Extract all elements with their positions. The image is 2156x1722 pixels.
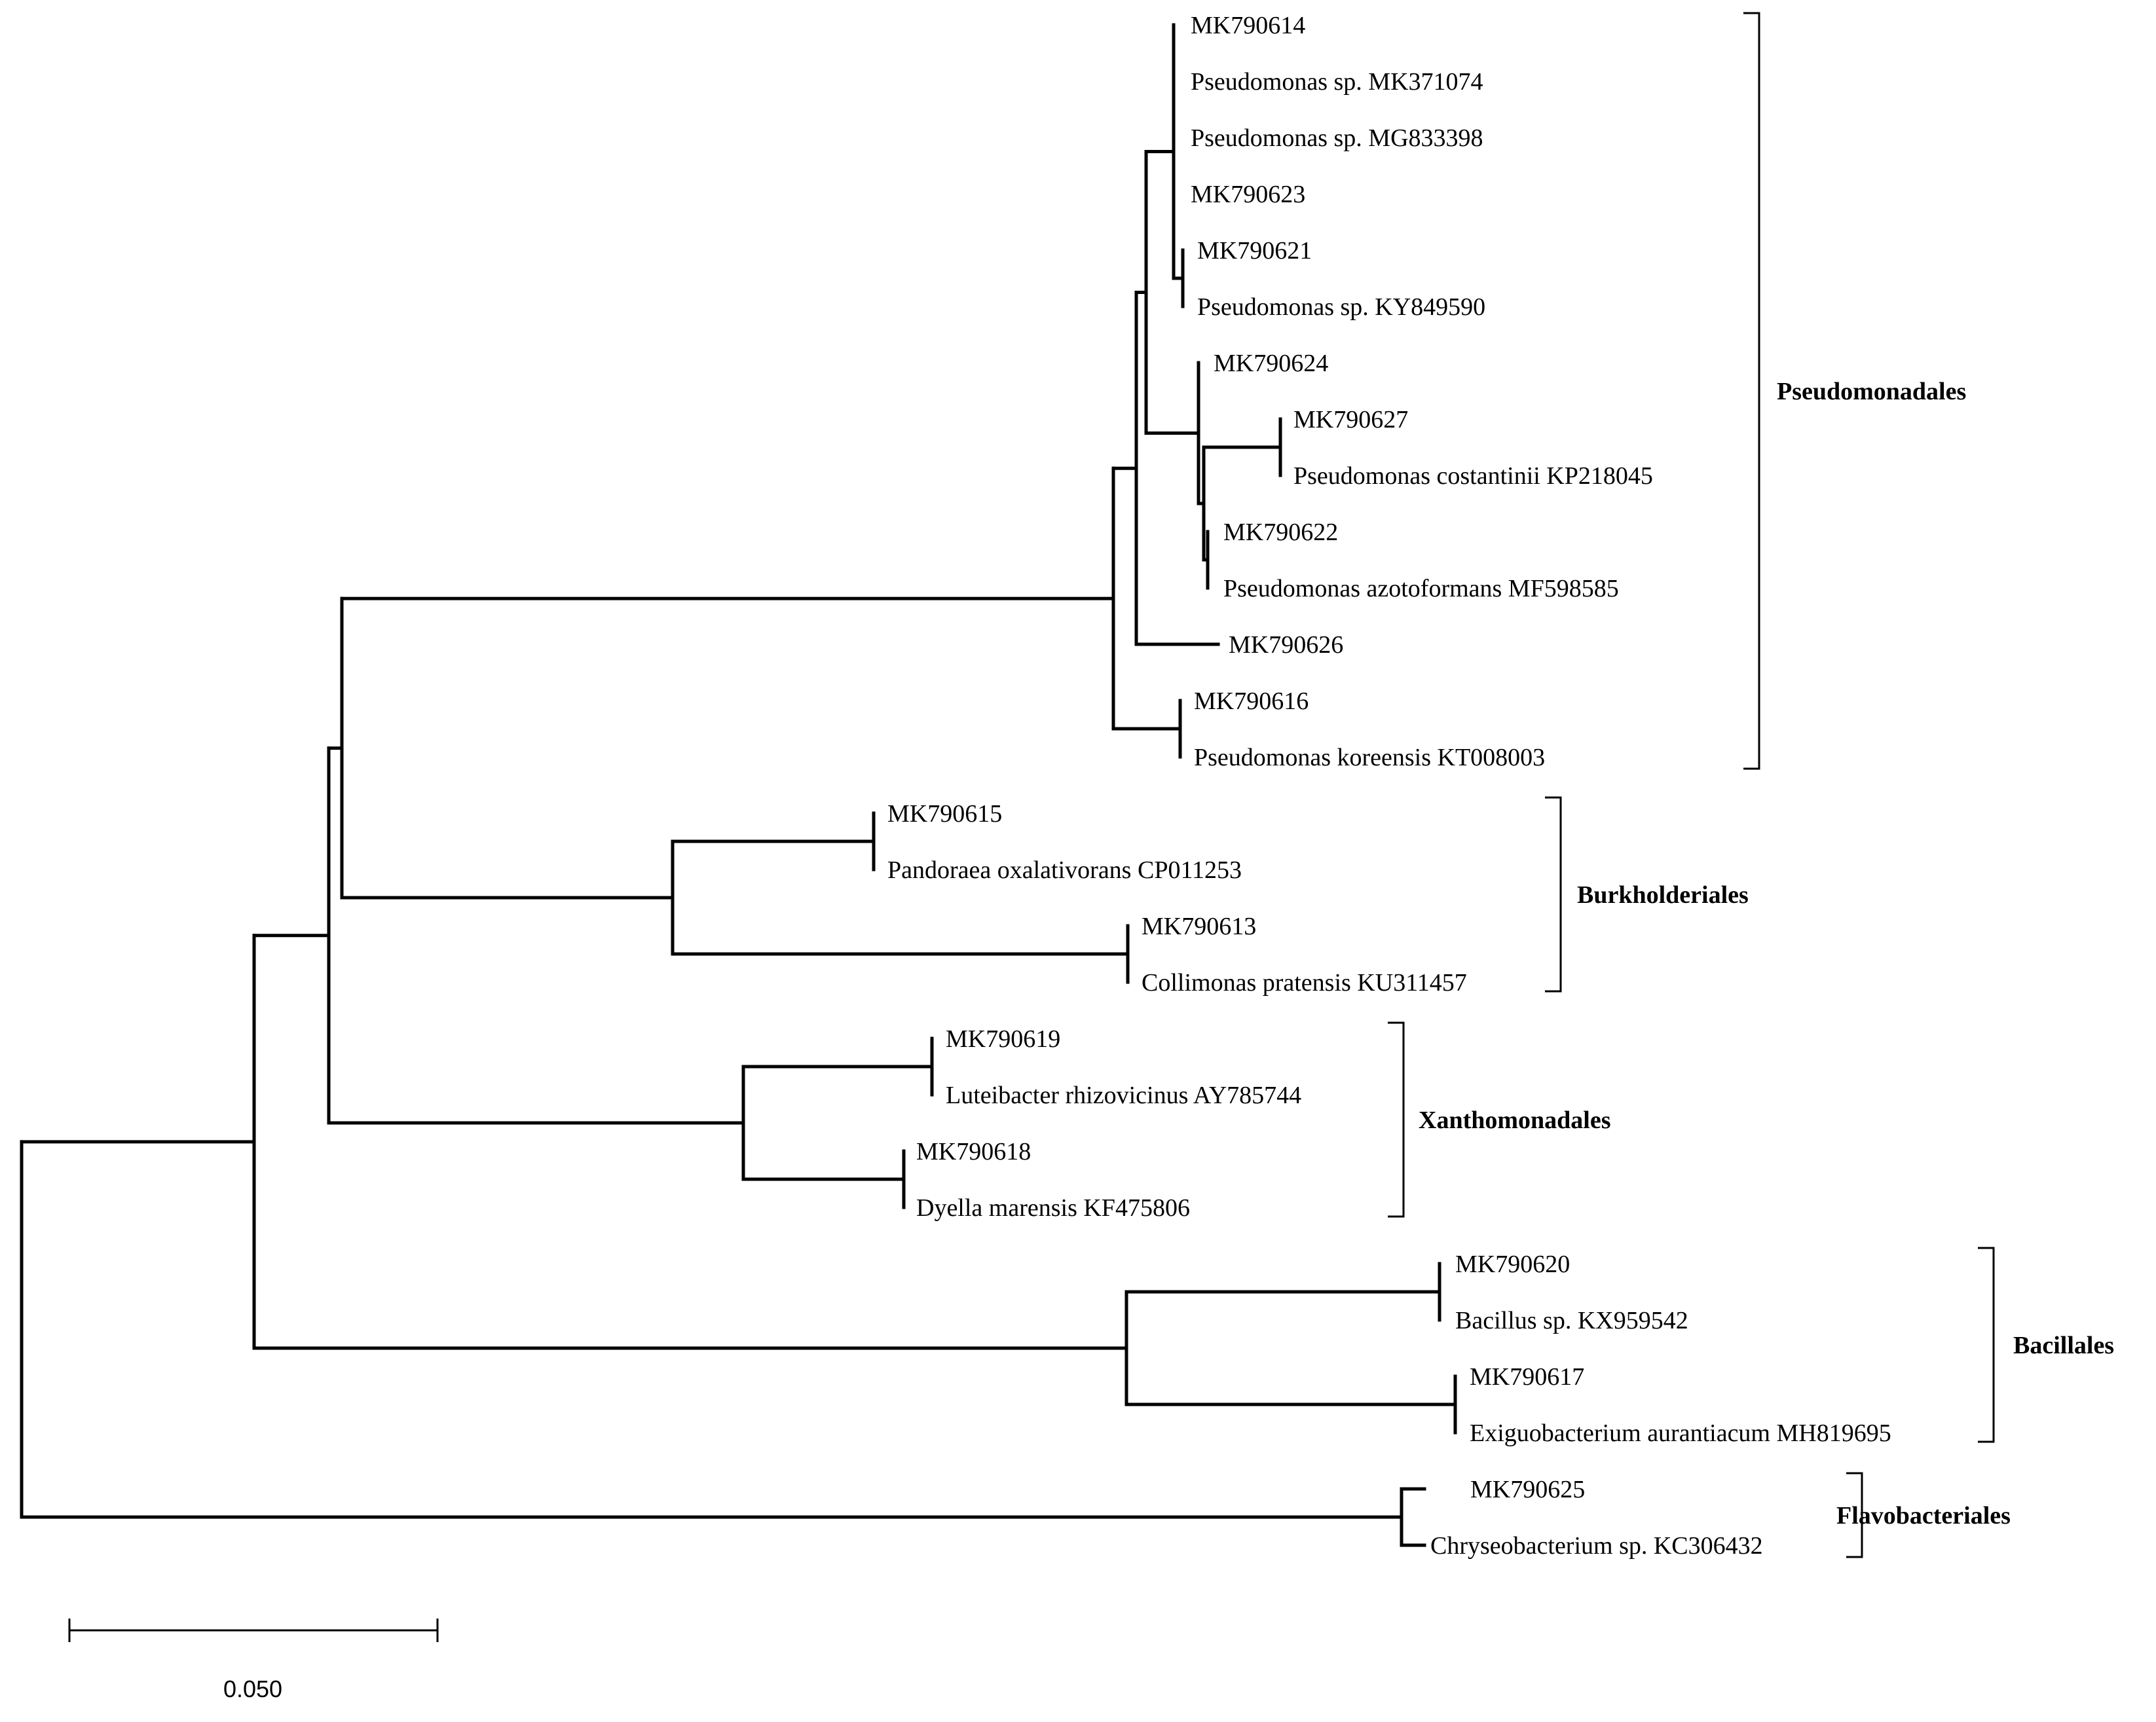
leaf-label: MK790623	[1191, 181, 1305, 208]
clade-bracket	[1743, 12, 1760, 770]
leaf-label: Exiguobacterium aurantiacum MH819695	[1470, 1420, 1891, 1447]
leaf-label: MK790614	[1191, 12, 1305, 39]
clade-bracket	[1388, 1021, 1405, 1218]
clade-label: Flavobacteriales	[1836, 1502, 2011, 1530]
tree-branches	[20, 23, 1457, 1547]
scale-bar-label: 0.050	[223, 1676, 282, 1702]
leaf-label: MK790617	[1470, 1363, 1584, 1391]
clade-label: Xanthomonadales	[1419, 1107, 1611, 1134]
leaf-label: Chryseobacterium sp. KC306432	[1430, 1532, 1763, 1560]
clade-label: Pseudomonadales	[1777, 378, 1966, 405]
leaf-label: Pseudomonas costantinii KP218045	[1293, 462, 1653, 490]
leaf-label: Collimonas pratensis KU311457	[1142, 969, 1467, 997]
leaf-label: Pseudomonas sp. MK371074	[1191, 68, 1483, 96]
leaf-label: Pandoraea oxalativorans CP011253	[887, 856, 1242, 884]
leaf-label: Pseudomonas azotoformans MF598585	[1223, 575, 1619, 602]
scale-bar: 0.050	[68, 1619, 439, 1702]
leaf-label: MK790616	[1194, 687, 1309, 715]
leaf-label: MK790627	[1293, 406, 1408, 433]
leaf-label: Luteibacter rhizovicinus AY785744	[946, 1082, 1301, 1109]
leaf-label: MK790618	[916, 1138, 1031, 1165]
leaf-label: MK790625	[1470, 1476, 1585, 1503]
clade-bracket	[1978, 1247, 1995, 1443]
leaf-label: MK790624	[1214, 350, 1328, 377]
leaf-label: Pseudomonas koreensis KT008003	[1194, 744, 1545, 771]
leaf-label: MK790626	[1229, 631, 1343, 659]
clade-label: Bacillales	[2013, 1332, 2114, 1359]
scale-bar-line	[68, 1619, 439, 1642]
leaf-label: Pseudomonas sp. KY849590	[1197, 293, 1485, 321]
clade-bracket	[1545, 796, 1562, 993]
leaf-label: MK790615	[887, 800, 1002, 828]
leaf-label: MK790613	[1142, 913, 1256, 940]
leaf-label: MK790619	[946, 1025, 1060, 1053]
leaf-label: MK790620	[1455, 1251, 1570, 1278]
leaf-label: Bacillus sp. KX959542	[1455, 1307, 1688, 1334]
leaf-label: MK790622	[1223, 519, 1338, 546]
clade-brackets: PseudomonadalesBurkholderialesXanthomona…	[1388, 12, 2114, 1558]
leaf-label: Pseudomonas sp. MG833398	[1191, 124, 1483, 152]
leaf-label: Dyella marensis KF475806	[916, 1194, 1190, 1222]
leaf-label: MK790621	[1197, 237, 1312, 265]
clade-bracket	[1846, 1472, 1863, 1558]
clade-label: Burkholderiales	[1577, 881, 1749, 909]
